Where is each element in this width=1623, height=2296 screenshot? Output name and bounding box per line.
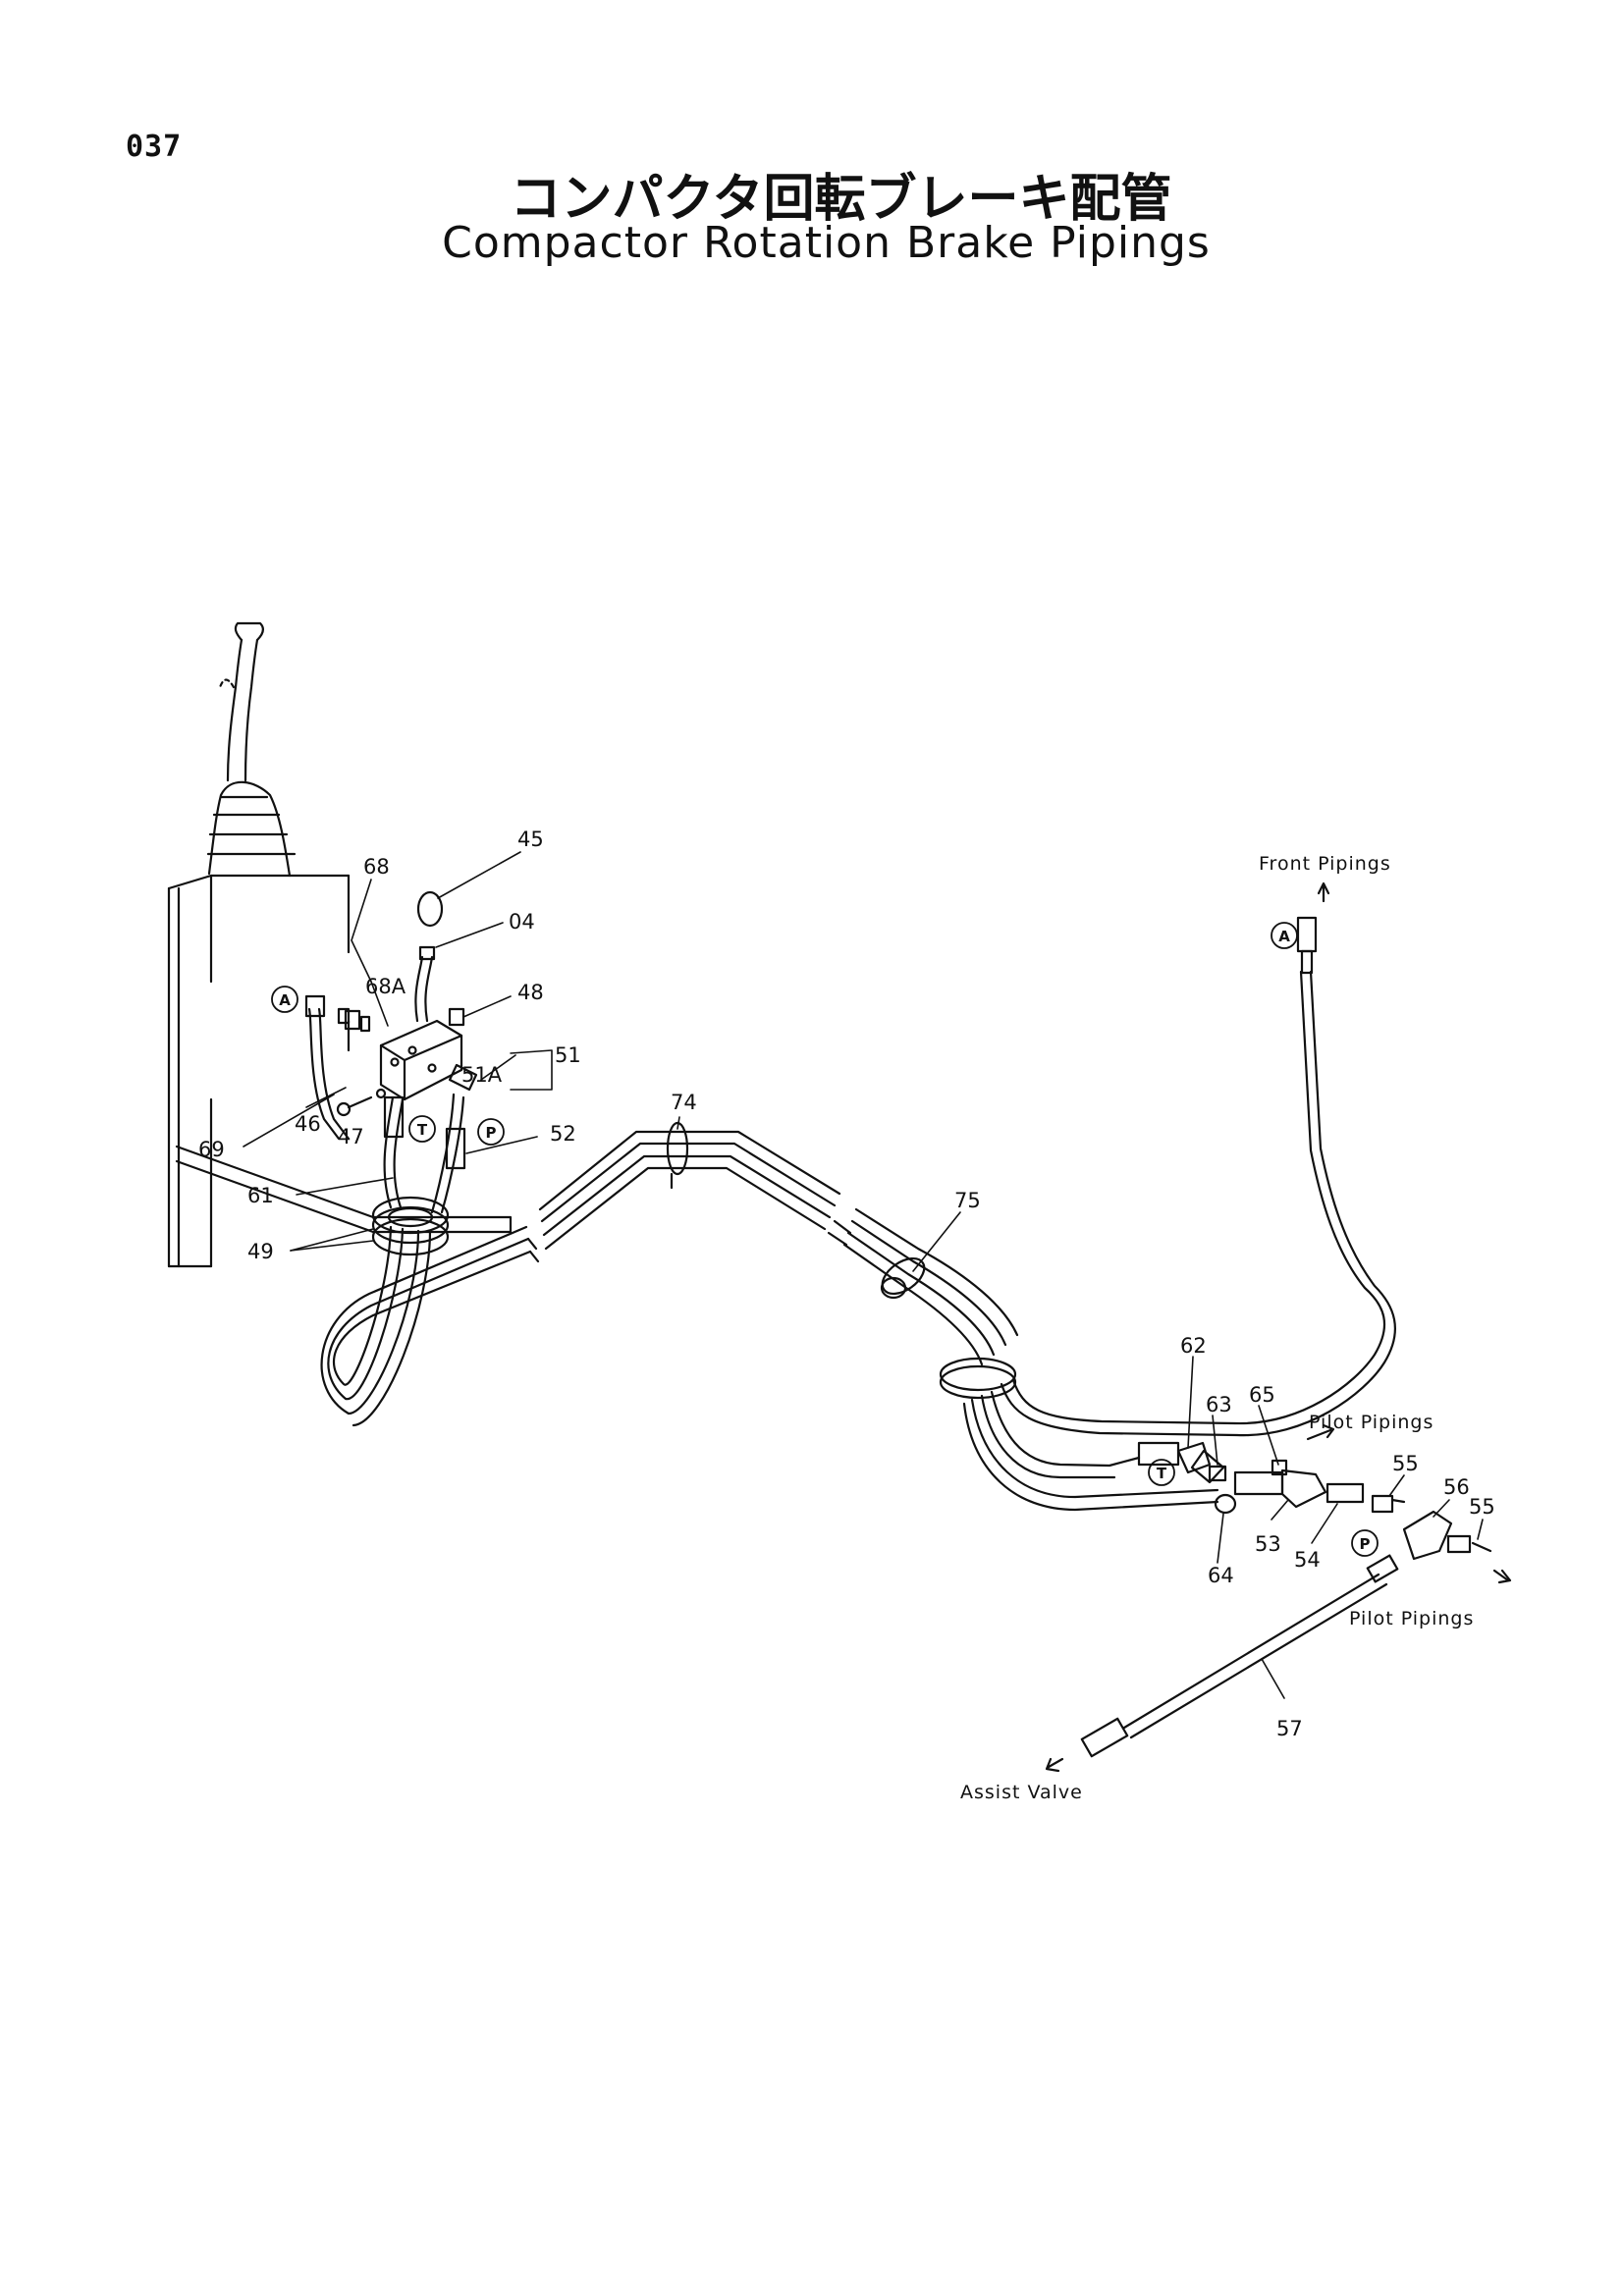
label-68a: 68A: [365, 975, 406, 998]
grommet-right: [939, 1357, 1017, 1400]
label-56: 56: [1443, 1475, 1470, 1499]
label-55-lower: 55: [1469, 1495, 1495, 1519]
hose-bundle-segment-1: [538, 1130, 841, 1251]
hose-bundle-loop: [320, 1225, 540, 1427]
hose-57: [1045, 1554, 1399, 1773]
front-fitting-a: [1296, 881, 1330, 975]
label-52: 52: [550, 1122, 576, 1146]
label-51a: 51A: [461, 1063, 503, 1087]
label-69: 69: [198, 1138, 225, 1161]
caption-pilot-pipings-lower: Pilot Pipings: [1349, 1608, 1474, 1629]
tee-56: [1402, 1510, 1512, 1584]
fitting-62-63: [1137, 1441, 1227, 1484]
caption-front-pipings: Front Pipings: [1259, 853, 1391, 875]
label-04: 04: [509, 910, 535, 934]
pilot-valve-block: [336, 890, 478, 1117]
label-65: 65: [1249, 1383, 1275, 1407]
fitting-54-55: [1325, 1482, 1406, 1514]
port-a-left: A: [279, 991, 291, 1009]
hose-69: [304, 994, 351, 1141]
label-57: 57: [1276, 1717, 1303, 1740]
caption-pilot-pipings-upper: Pilot Pipings: [1309, 1412, 1434, 1433]
caption-assist-valve: Assist Valve: [960, 1782, 1083, 1803]
label-75: 75: [954, 1189, 981, 1212]
port-p-left: P: [486, 1124, 497, 1142]
label-55-upper: 55: [1392, 1452, 1419, 1475]
grommet-49: [371, 1196, 450, 1256]
label-48: 48: [517, 981, 544, 1004]
clamp-74: [666, 1121, 689, 1190]
hoses-62-64: [962, 970, 1396, 1512]
leader-lines: [243, 851, 1484, 1699]
port-t-right: T: [1157, 1465, 1167, 1482]
hose-bundle-segment-2: [842, 1207, 1019, 1366]
label-62: 62: [1180, 1334, 1207, 1358]
label-47: 47: [338, 1125, 364, 1148]
port-a-right: A: [1278, 928, 1290, 945]
port-t-left: T: [417, 1121, 428, 1139]
label-64: 64: [1208, 1564, 1234, 1587]
label-74: 74: [671, 1091, 697, 1114]
fitting-53-64-65: [1214, 1423, 1335, 1515]
label-45: 45: [517, 828, 544, 851]
label-46: 46: [295, 1112, 321, 1136]
control-lever-console: [167, 621, 513, 1268]
label-61: 61: [247, 1184, 274, 1207]
port-p-right: P: [1360, 1535, 1371, 1553]
label-63: 63: [1206, 1393, 1232, 1416]
label-68: 68: [363, 855, 390, 879]
hoses-61-52: [383, 1093, 466, 1214]
label-51: 51: [555, 1043, 581, 1067]
title-english: Compactor Rotation Brake Pipings: [442, 218, 1211, 268]
clamp-75: [880, 1256, 926, 1300]
page-number: 037: [126, 130, 183, 164]
break-marks: [827, 1219, 852, 1247]
title-japanese: コンパクタ回転ブレーキ配管: [510, 170, 1172, 229]
label-54: 54: [1294, 1548, 1321, 1572]
label-53: 53: [1255, 1532, 1281, 1556]
label-49: 49: [247, 1240, 274, 1263]
